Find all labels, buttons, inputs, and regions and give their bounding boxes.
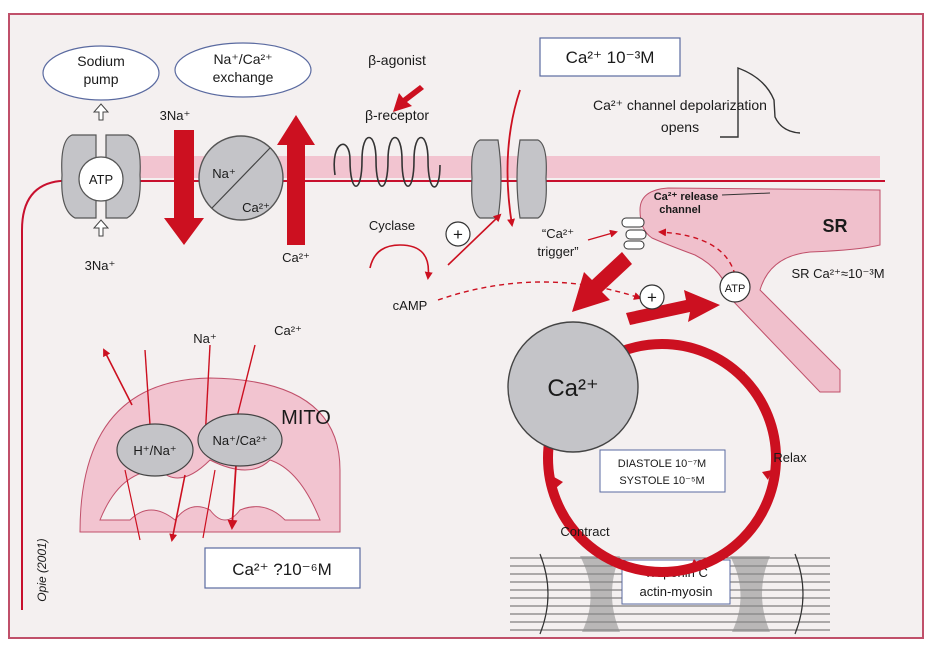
na-ca-exchange-label-2: exchange bbox=[213, 69, 274, 85]
release-channel-foot-3 bbox=[624, 241, 644, 249]
exchanger-na-label: Na⁺ bbox=[212, 166, 235, 181]
exchanger-ca-label: Ca²⁺ bbox=[242, 200, 270, 215]
beta-agonist-label: β-agonist bbox=[368, 52, 426, 68]
release-channel-label-2: channel bbox=[659, 204, 701, 216]
three-na-bottom-label: 3Na⁺ bbox=[85, 258, 116, 273]
mito-label: MITO bbox=[281, 407, 331, 429]
diastole-label: DIASTOLE 10⁻⁷M bbox=[618, 458, 706, 470]
release-channel-foot-2 bbox=[626, 230, 646, 239]
mito-na-label: Na⁺ bbox=[193, 331, 216, 346]
plus-sign-channel: + bbox=[453, 225, 463, 244]
sodium-pump-label-2: pump bbox=[83, 71, 118, 87]
mito-ca-conc-label: Ca²⁺ ?10⁻⁶M bbox=[232, 560, 332, 579]
relax-label: Relax bbox=[773, 450, 807, 465]
credit-label: Opie (2001) bbox=[35, 538, 49, 601]
channel-depol-label-2: opens bbox=[661, 119, 699, 135]
h-na-label: H⁺/Na⁺ bbox=[133, 443, 176, 458]
contract-label: Contract bbox=[560, 524, 610, 539]
troponin-label-2: actin-myosin bbox=[640, 584, 713, 599]
release-channel-foot-1 bbox=[622, 218, 644, 227]
extracellular-ca-label: Ca²⁺ 10⁻³M bbox=[566, 48, 655, 67]
cyclase-label: Cyclase bbox=[369, 218, 415, 233]
mito-ca-label: Ca²⁺ bbox=[274, 323, 302, 338]
ca-channel-right bbox=[517, 140, 546, 218]
sr-ca-label: SR Ca²⁺≈10⁻³M bbox=[791, 266, 884, 281]
na-ca-exchange-label-1: Na⁺/Ca²⁺ bbox=[213, 51, 272, 67]
systole-label: SYSTOLE 10⁻⁵M bbox=[619, 475, 704, 487]
ca-trigger-label-1: “Ca²⁺ bbox=[542, 226, 574, 241]
atp-sr-label: ATP bbox=[725, 283, 746, 295]
na-ca-mito-label: Na⁺/Ca²⁺ bbox=[213, 433, 268, 448]
ca-channel-left bbox=[472, 140, 501, 218]
release-channel-label-1: Ca²⁺ release bbox=[654, 191, 719, 203]
ca-trigger-label-2: trigger” bbox=[537, 244, 578, 259]
beta-receptor-label: β-receptor bbox=[365, 107, 429, 123]
ca-out-label: Ca²⁺ bbox=[282, 250, 310, 265]
plus-sign-sr: + bbox=[647, 288, 657, 307]
sr-label: SR bbox=[822, 216, 847, 236]
cytosolic-ca-label: Ca²⁺ bbox=[547, 375, 598, 402]
channel-depol-label-1: Ca²⁺ channel depolarization bbox=[593, 97, 767, 113]
camp-label: cAMP bbox=[393, 298, 428, 313]
sodium-pump-label-1: Sodium bbox=[77, 53, 124, 69]
three-na-top-label: 3Na⁺ bbox=[160, 108, 191, 123]
atp-pump-label: ATP bbox=[89, 172, 113, 187]
